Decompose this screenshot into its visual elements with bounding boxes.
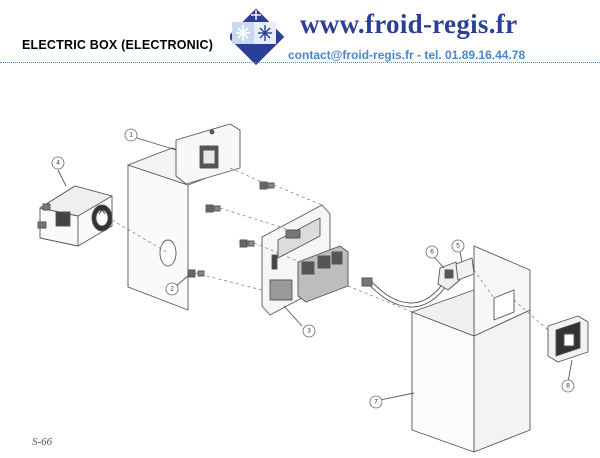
svg-text:8: 8 — [566, 383, 570, 390]
part-5-clip — [455, 251, 475, 281]
sheet-reference: S-66 — [32, 436, 53, 448]
svg-text:7: 7 — [374, 399, 378, 406]
callout-1: 1 — [124, 128, 138, 142]
part-4-control-switch — [37, 169, 113, 247]
part-7-cover — [379, 245, 531, 453]
part-6-probe — [361, 256, 461, 308]
callout-2: 2 — [165, 282, 179, 296]
svg-text:1: 1 — [129, 132, 133, 139]
site-url[interactable]: www.froid-regis.fr — [300, 9, 518, 39]
svg-text:2: 2 — [170, 286, 174, 293]
svg-text:5: 5 — [456, 243, 460, 250]
page-title: ELECTRIC BOX (ELECTRONIC) — [22, 38, 214, 52]
callout-4: 4 — [51, 156, 65, 170]
callout-6: 6 — [425, 245, 439, 259]
part-1-mounting-panel — [127, 123, 241, 311]
part-3-electronic-board — [261, 204, 349, 327]
callout-7: 7 — [369, 395, 383, 409]
svg-text:3: 3 — [307, 328, 311, 335]
callout-8: 8 — [561, 379, 575, 393]
snowflake-logo-icon — [230, 8, 285, 66]
contact-info[interactable]: contact@froid-regis.fr - tel. 01.89.16.4… — [288, 48, 526, 62]
callout-5: 5 — [451, 239, 465, 253]
part-8-rocker-switch — [547, 315, 589, 383]
svg-text:6: 6 — [430, 249, 434, 256]
header-divider — [0, 62, 600, 63]
part-2-screws — [174, 181, 275, 288]
assembly-lines — [111, 167, 549, 331]
callout-3: 3 — [302, 324, 316, 338]
svg-text:4: 4 — [56, 160, 60, 167]
